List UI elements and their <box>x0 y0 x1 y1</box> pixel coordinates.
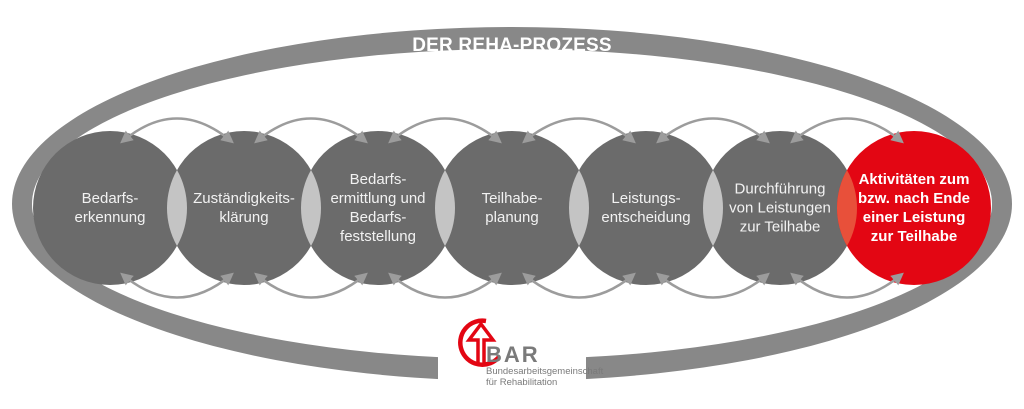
double-arrow-top-icon <box>522 117 636 144</box>
step-label-line: ermittlung und <box>330 190 426 207</box>
step-label-line: Bedarfs- <box>349 171 407 188</box>
step-label-line: planung <box>485 209 539 226</box>
bar-logo-icon <box>458 318 501 367</box>
double-arrow-bottom-icon <box>522 272 636 299</box>
step-label-1: Bedarfs-erkennung <box>40 189 180 227</box>
step-circles <box>33 131 991 285</box>
overlap-lens-5 <box>702 170 724 246</box>
logo-subtitle-line-1: Bundesarbeitsgemeinschaft <box>486 366 604 377</box>
step-label-line: zur Teilhabe <box>870 228 958 245</box>
step-label-line: klärung <box>219 209 269 226</box>
step-circle-5 <box>569 131 723 285</box>
step-label-line: entscheidung <box>601 209 691 226</box>
double-arrow-bottom-icon <box>120 272 234 299</box>
step-circle-2 <box>167 131 321 285</box>
step-label-line: bzw. nach Ende <box>858 190 970 207</box>
step-label-line: Zuständigkeits- <box>193 190 295 207</box>
double-arrow-top-icon <box>254 117 368 144</box>
step-label-line: Aktivitäten zum <box>858 171 970 188</box>
logo-name: BAR <box>486 342 540 367</box>
overlap-lenses <box>167 170 857 246</box>
step-label-2: Zuständigkeits-klärung <box>174 189 314 227</box>
step-label-line: erkennung <box>74 209 146 226</box>
step-label-line: feststellung <box>340 228 416 245</box>
double-arrow-bottom-icon <box>790 272 904 299</box>
step-circle-3 <box>301 131 455 285</box>
step-label-4: Teilhabe-planung <box>442 189 582 227</box>
double-arrow-top-icon <box>790 117 904 144</box>
step-label-5: Leistungs-entscheidung <box>576 189 716 227</box>
step-label-line: Leistungs- <box>611 190 681 207</box>
step-circle-1 <box>33 131 187 285</box>
step-label-line: einer Leistung <box>862 209 966 226</box>
double-arrow-top-icon <box>656 117 770 144</box>
double-arrow-top-icon <box>388 117 502 144</box>
step-circle-7 <box>837 131 991 285</box>
step-label-line: zur Teilhabe <box>739 218 821 236</box>
step-circle-4 <box>435 131 589 285</box>
step-label-line: Bedarfs- <box>81 190 139 207</box>
step-label-line: von Leistungen <box>729 199 831 217</box>
step-label-line: Teilhabe- <box>481 190 543 207</box>
logo-subtitle: Bundesarbeitsgemeinschaft für Rehabilita… <box>486 366 604 388</box>
overlap-lens-6 <box>837 170 857 246</box>
step-circle-6 <box>703 131 857 285</box>
double-arrow-bottom-icon <box>254 272 368 299</box>
overlap-lens-4 <box>569 170 589 246</box>
step-label-line: Durchführung <box>734 180 826 198</box>
step-label-line: Bedarfs- <box>349 209 407 226</box>
diagram-title: DER REHA-PROZESS <box>412 35 612 56</box>
overlap-lens-1 <box>167 170 187 246</box>
cycle-arrows <box>120 117 904 299</box>
overlap-lens-2 <box>301 170 321 246</box>
double-arrow-bottom-icon <box>656 272 770 299</box>
logo-subtitle-line-2: für Rehabilitation <box>486 376 558 388</box>
step-label-7: Aktivitäten zum bzw. nach Ende einer Leist… <box>844 170 984 246</box>
double-arrow-bottom-icon <box>388 272 502 299</box>
overlap-lens-3 <box>435 170 455 246</box>
double-arrow-top-icon <box>120 117 234 144</box>
